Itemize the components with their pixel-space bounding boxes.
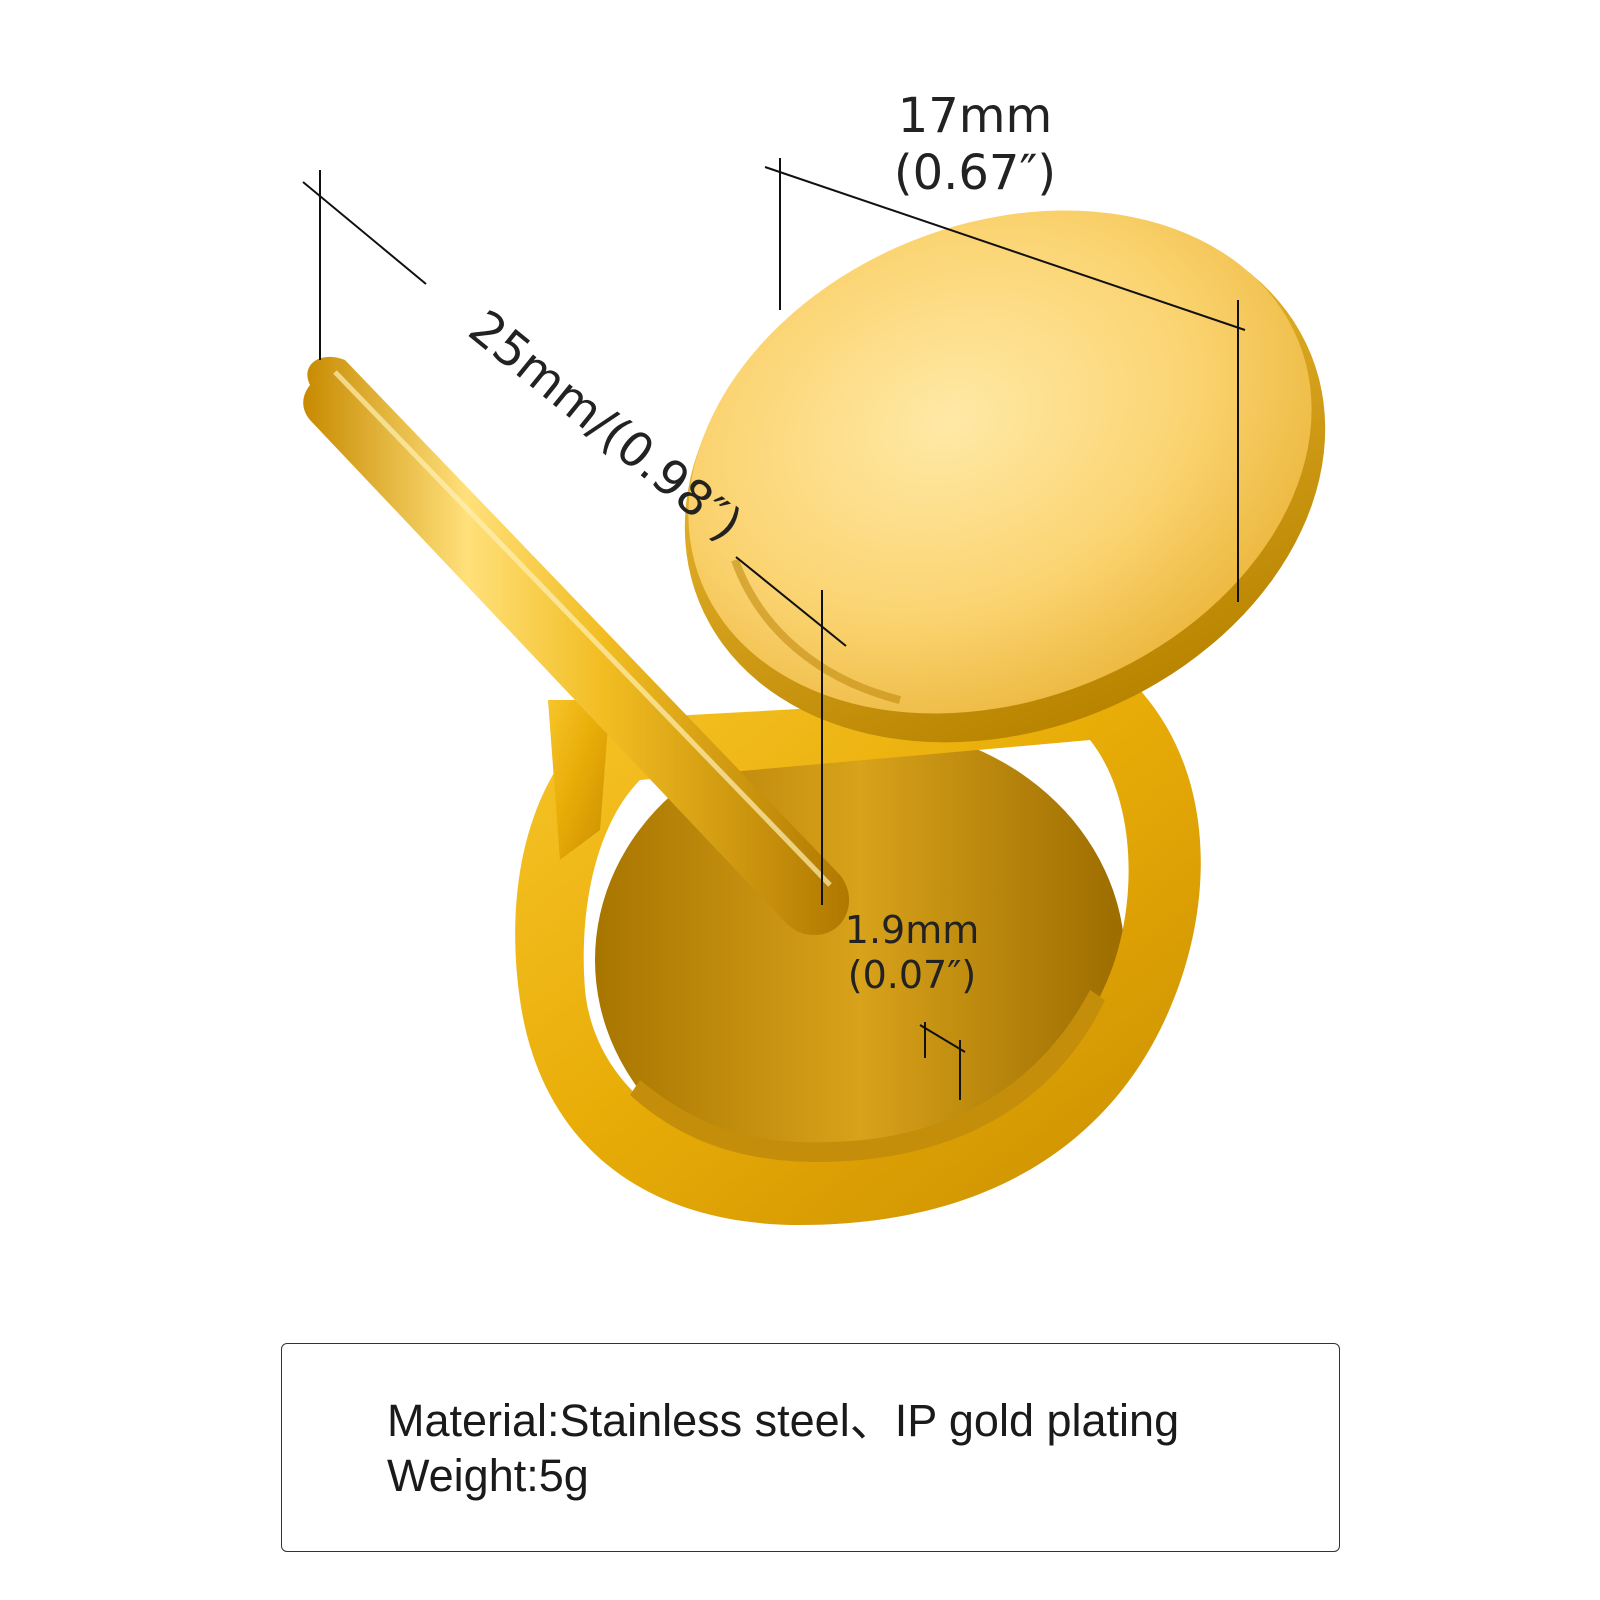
- material-spec: Material:Stainless steel、IP gold plating: [387, 1395, 1180, 1446]
- spec-box: Material:Stainless steel、IP gold plating…: [281, 1343, 1340, 1552]
- disc-top: [684, 210, 1326, 743]
- band-thickness-label: 1.9mm (0.07″): [822, 908, 1002, 998]
- dimension-lines: [302, 158, 1246, 1100]
- band-thickness-mm: 1.9mm: [844, 908, 980, 952]
- disc-width-mm: 17mm: [897, 88, 1053, 144]
- weight-spec: Weight:5g: [387, 1450, 589, 1501]
- t-bar: [303, 356, 850, 935]
- band-thickness-in: (0.07″): [847, 952, 977, 997]
- disc-width-in: (0.67″): [893, 144, 1057, 201]
- disc-width-label: 17mm (0.67″): [860, 88, 1090, 201]
